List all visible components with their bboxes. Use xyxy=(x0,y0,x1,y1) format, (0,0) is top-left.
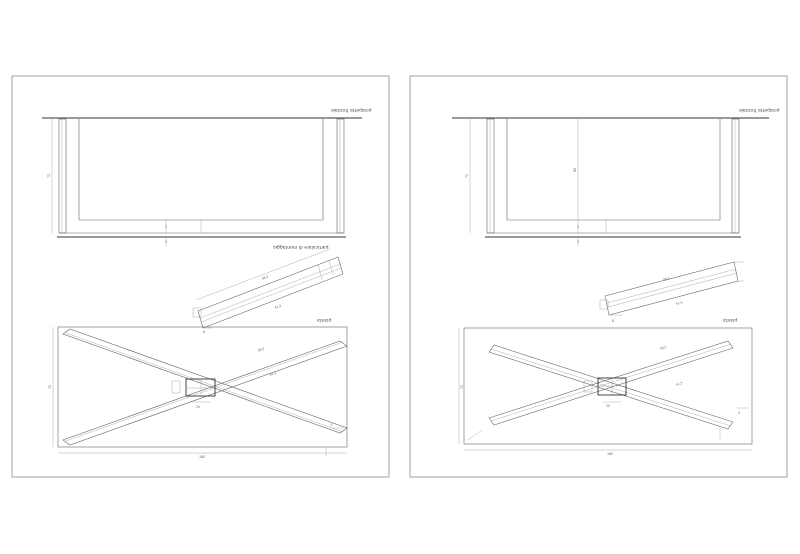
plan-beam-upper-dim: 38,5 xyxy=(659,345,667,351)
plan-corner-dim: 3 xyxy=(738,411,740,415)
front-bottom-dim: 3 xyxy=(577,240,579,244)
detail-dim-node: 8 xyxy=(612,319,614,323)
detail-dim-upper: 38,5 xyxy=(261,275,269,281)
front-mid-height-dim: 68 xyxy=(573,168,577,172)
plan-node-dim: 20 xyxy=(196,405,200,409)
detail-dim-lower: 41,5 xyxy=(274,304,282,310)
plan-view: pianta 72 180 20 38,5 41,5 3 xyxy=(458,317,753,456)
front-bottom-dim: 3 xyxy=(165,240,167,244)
plan-beam-lower-dim: 41,5 xyxy=(675,381,683,387)
plan-node-dim: 20 xyxy=(606,404,610,408)
front-elevation: prospetto frontale 72 3 3 xyxy=(42,107,372,246)
front-height-dim: 72 xyxy=(465,174,469,178)
sheet-border xyxy=(11,75,390,478)
sheet-right: prospetto frontale 72 68 3 3 xyxy=(409,75,788,478)
front-view-title: prospetto frontale xyxy=(739,107,780,113)
sheet-left: prospetto frontale 72 3 3 particolare di… xyxy=(11,75,390,478)
plan-beam-lower-dim: 41,5 xyxy=(269,371,277,377)
plan-width-dim: 180 xyxy=(199,455,205,459)
plan-corner-dim: 3 xyxy=(330,423,332,427)
front-elevation: prospetto frontale 72 68 3 3 xyxy=(452,107,780,246)
front-view-title: prospetto frontale xyxy=(331,107,372,113)
detail-dim-upper: 38,5 xyxy=(662,276,670,282)
front-gap-dim: 3 xyxy=(577,225,579,229)
plan-beam-upper-dim: 38,5 xyxy=(257,347,265,353)
mounting-detail: 38,5 41,5 8 xyxy=(599,261,744,323)
plan-view: pianta 72 180 20 38,5 41,5 3 xyxy=(48,317,348,459)
detail-view-title: particolare di montaggio xyxy=(273,244,329,250)
front-gap-dim: 3 xyxy=(165,225,167,229)
mounting-detail: particolare di montaggio 38,5 41,5 8 xyxy=(192,244,344,334)
front-height-dim: 72 xyxy=(47,174,51,178)
plan-width-dim: 180 xyxy=(607,452,613,456)
plan-height-dim: 72 xyxy=(460,385,464,389)
plan-height-dim: 72 xyxy=(48,385,52,389)
plan-view-title: pianta xyxy=(723,317,737,323)
detail-dim-lower: 41,5 xyxy=(675,300,683,306)
detail-dim-node: 8 xyxy=(203,330,205,334)
plan-view-title: pianta xyxy=(317,317,331,323)
sheet-border xyxy=(409,75,788,478)
